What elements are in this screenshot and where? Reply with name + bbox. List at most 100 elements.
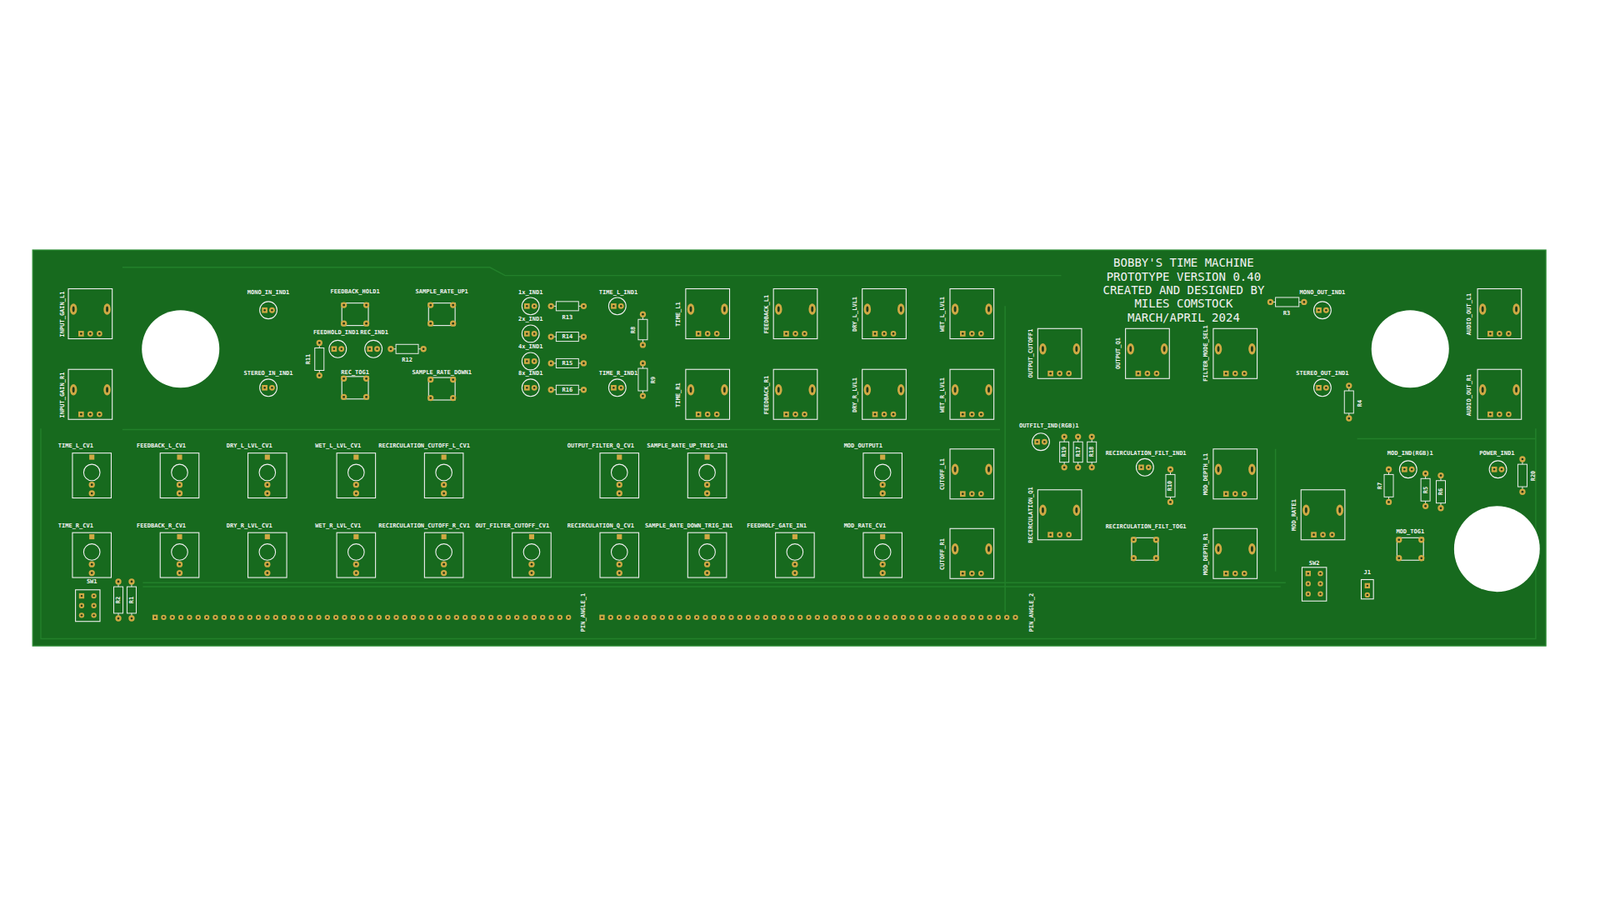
drill-hole [794, 571, 797, 575]
pin-pad [366, 345, 373, 352]
drill-hole [1250, 545, 1254, 552]
drill-hole [92, 614, 95, 616]
drill-hole [533, 360, 535, 362]
resistor-body [1060, 441, 1070, 462]
drill-hole [765, 616, 767, 619]
header-pin [650, 615, 656, 620]
drill-hole [541, 616, 544, 619]
drill-hole [785, 413, 788, 416]
drill-hole [1347, 385, 1350, 388]
drill-hole [1366, 594, 1369, 596]
copper-trace [122, 267, 1062, 276]
drill-hole [1140, 466, 1142, 469]
resistor-body [1087, 441, 1097, 462]
drill-hole [446, 616, 449, 619]
pin-pad [616, 481, 623, 488]
pin-pad [1345, 415, 1352, 421]
pin-pad [695, 411, 702, 418]
drill-hole [1005, 616, 1008, 619]
drill-hole [1225, 372, 1228, 375]
drill-hole [1317, 309, 1320, 311]
header-pin [350, 615, 356, 620]
drill-hole [661, 616, 664, 619]
resistor-body [1073, 441, 1083, 462]
mounting-hole [1454, 505, 1540, 592]
copper-trace [142, 585, 1280, 587]
silkscreen-label: R19 [1061, 446, 1068, 458]
drill-hole [1041, 507, 1045, 514]
pin-pad [79, 593, 85, 599]
pin-pad [440, 481, 447, 488]
header-pin [264, 615, 270, 620]
potentiometer-outline [950, 449, 995, 500]
silkscreen-label: REC_IND1 [360, 330, 389, 336]
silkscreen-label: SAMPLE_RATE_UP1 [415, 289, 469, 295]
drill-hole [794, 413, 797, 416]
silkscreen-label: 1x_IND1 [518, 290, 544, 296]
drill-hole [641, 395, 645, 398]
drill-hole [739, 616, 741, 619]
pin-pad [1437, 472, 1444, 479]
resistor-body [638, 368, 648, 391]
pin-pad [353, 570, 360, 576]
silkscreen-label: R20 [1530, 470, 1537, 481]
drill-hole [90, 492, 94, 495]
pin-pad [704, 490, 710, 496]
header-pin [797, 615, 803, 620]
pin-pad [427, 301, 434, 308]
silkscreen-label: R12 [401, 357, 413, 364]
drill-hole [205, 616, 208, 619]
drill-hole [695, 616, 698, 619]
pin-pad [1041, 439, 1048, 445]
silkscreen-label: MOD_TOG1 [1395, 528, 1425, 535]
pin-pad [704, 570, 710, 576]
pin-pad [78, 330, 85, 337]
pin-pad [1315, 307, 1322, 314]
drill-hole [1225, 492, 1228, 495]
pin-pad [450, 301, 456, 308]
drill-hole [430, 616, 432, 619]
drill-hole [874, 413, 877, 416]
drill-hole [1521, 490, 1525, 494]
led-outline [1314, 379, 1332, 397]
drill-hole [810, 386, 814, 393]
pin-pad [1232, 370, 1239, 377]
header-pin [445, 615, 450, 620]
silkscreen-label: TIME_R_IND1 [599, 370, 638, 377]
silkscreen-label: FEEDHOLD_IND1 [313, 330, 360, 336]
silkscreen-label: RECIRCULATION_CUTOFF_L_CV1 [378, 443, 470, 450]
potentiometer-outline [1213, 528, 1258, 579]
header-pin [676, 615, 682, 620]
drill-hole [842, 616, 845, 619]
silkscreen-label: WET_R_LVL_CV1 [315, 522, 361, 529]
drill-hole [533, 332, 535, 335]
drill-hole [530, 563, 534, 566]
drill-hole [442, 492, 445, 495]
header-pin [711, 615, 717, 620]
silkscreen-label: RECIRCULATION_Q1 [1027, 487, 1034, 544]
pin-pad [264, 481, 270, 488]
pin-pad [705, 534, 710, 540]
drill-hole [715, 413, 719, 416]
drill-hole [1234, 492, 1237, 495]
drill-hole [790, 616, 793, 619]
header-pin [840, 615, 846, 620]
drill-hole [773, 616, 775, 619]
pin-pad [1315, 385, 1322, 391]
drill-hole [970, 572, 974, 575]
drill-hole [178, 483, 181, 486]
drill-hole [1090, 465, 1094, 469]
drill-hole [1250, 466, 1254, 473]
pin-pad [880, 560, 886, 567]
drill-hole [730, 616, 732, 619]
pin-pad [450, 376, 456, 383]
pin-pad [1241, 370, 1248, 377]
pin-pad [1418, 536, 1425, 543]
silkscreen-label: OUTPUT_Q1 [1115, 337, 1122, 370]
drill-hole [612, 386, 615, 389]
silkscreen-label: FEEDBACK_L_CV1 [136, 443, 186, 450]
drill-hole [117, 580, 120, 584]
pin-pad [640, 360, 646, 366]
pin-pad [1496, 411, 1503, 418]
silkscreen-label: MOD_IND(RGB)1 [1387, 450, 1434, 456]
